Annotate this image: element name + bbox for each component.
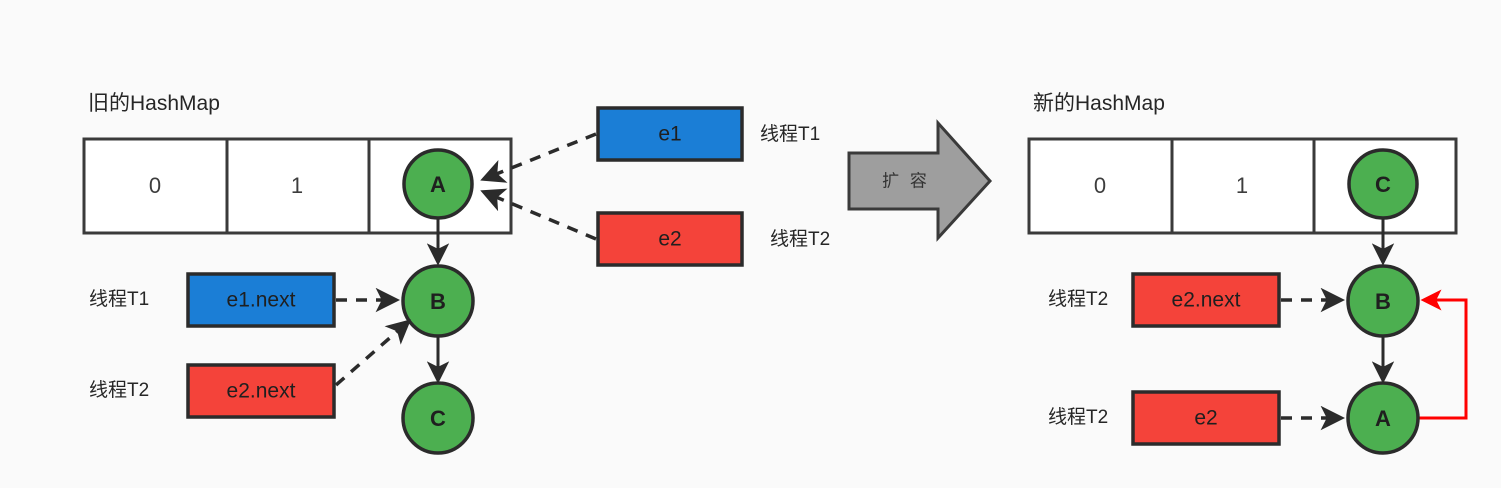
entry-box-e2next: e2.next	[186, 363, 336, 419]
thread-label-e1: 线程T1	[760, 123, 820, 145]
new-node-c: C	[1347, 148, 1419, 220]
entry-box-e2next-new: e2.next	[1131, 272, 1281, 328]
new-bucket-cell-1-label: 1	[1236, 173, 1248, 198]
old-node-b: B	[401, 264, 475, 338]
thread-label-e2: 线程T2	[770, 228, 830, 250]
thread-label-e2next-new: 线程T2	[1048, 288, 1108, 310]
entry-box-e1: e1	[596, 106, 744, 162]
bucket-cell-1	[225, 137, 371, 235]
entry-box-e2-new: e2	[1131, 390, 1281, 446]
entry-box-e2-new-label: e2	[1194, 407, 1217, 430]
entry-box-e1-label: e1	[658, 123, 681, 146]
new-bucket-cell-1	[1170, 137, 1316, 235]
new-bucket-cell-0-label: 0	[1094, 173, 1106, 198]
old-node-c-label: C	[430, 406, 446, 431]
entry-box-e2-label: e2	[658, 228, 681, 251]
bucket-cell-1-label: 1	[291, 173, 303, 198]
entry-box-e2next-new-label: e2.next	[1172, 289, 1241, 312]
resize-arrow-label: 扩 容	[882, 171, 930, 190]
old-node-a: A	[402, 148, 474, 220]
resize-arrow: 扩 容	[847, 119, 993, 242]
right-panel-title: 新的HashMap	[1033, 92, 1165, 115]
old-node-c: C	[401, 381, 475, 455]
entry-box-e1next-label: e1.next	[227, 289, 296, 312]
entry-box-e2: e2	[596, 211, 744, 267]
thread-label-e2-new: 线程T2	[1048, 406, 1108, 428]
new-node-b: B	[1346, 264, 1420, 338]
thread-label-e1next: 线程T1	[89, 288, 149, 310]
left-panel-title: 旧的HashMap	[88, 92, 220, 115]
bucket-cell-0-label: 0	[149, 173, 161, 198]
thread-label-e2next: 线程T2	[89, 379, 149, 401]
dashed-link-e1-to-a	[480, 132, 597, 183]
new-node-a: A	[1346, 381, 1420, 455]
new-bucket-cell-0	[1027, 137, 1174, 235]
bucket-cell-0	[82, 137, 229, 235]
cyclic-link-a-to-b	[1418, 289, 1468, 420]
new-node-a-label: A	[1375, 406, 1391, 431]
entry-box-e2next-label: e2.next	[227, 380, 296, 403]
dashed-link-e2next-to-b	[334, 319, 412, 387]
old-node-b-label: B	[430, 289, 446, 314]
dashed-link-e2-to-a	[480, 188, 597, 241]
new-node-b-label: B	[1375, 289, 1391, 314]
new-node-c-label: C	[1375, 172, 1391, 197]
old-node-a-label: A	[430, 172, 446, 197]
entry-box-e1next: e1.next	[186, 272, 336, 328]
